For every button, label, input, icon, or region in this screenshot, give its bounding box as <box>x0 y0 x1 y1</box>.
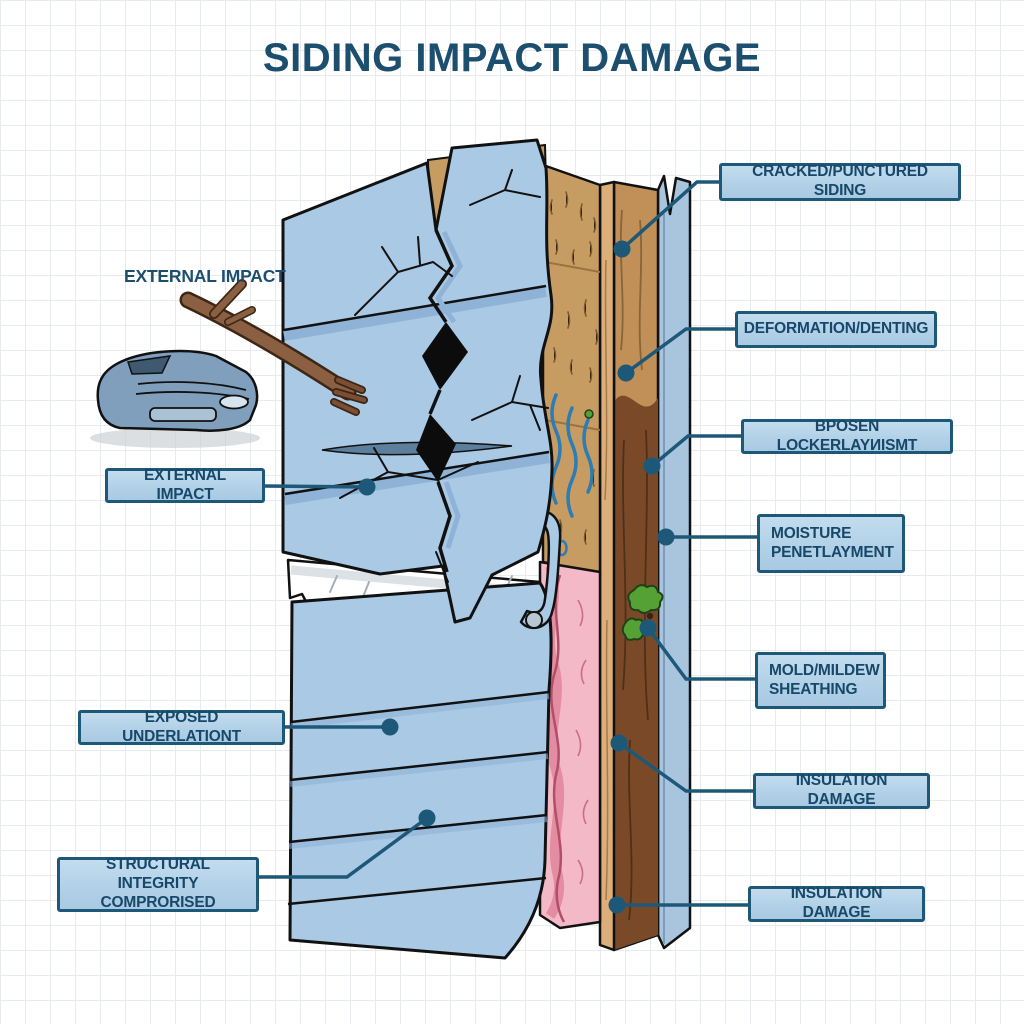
label-deformation-denting: DEFORMATION/DENTING <box>735 311 937 348</box>
siding-upper-cracked-section <box>281 138 554 624</box>
label-insulation-damage-2: INSULATION DAMAGE <box>748 885 925 922</box>
label-moisture-penetration: MOISTURE PENETLAYMENT <box>757 514 905 573</box>
siding-lower-section <box>287 581 553 960</box>
peeled-siding-flap <box>518 509 562 630</box>
external-impact-caption: EXTERNAL IMPACT <box>124 266 286 286</box>
leader-dot <box>610 734 628 752</box>
spider-cracks <box>339 169 549 583</box>
interior-back-panel <box>656 174 692 950</box>
wall-stud <box>598 180 616 952</box>
windshield <box>127 355 172 375</box>
leader-dots <box>358 240 675 914</box>
car-front-end <box>90 349 260 448</box>
leader-dot <box>613 240 631 258</box>
mold-fleck <box>584 409 594 419</box>
mold-spots <box>621 584 664 641</box>
leader-dot <box>358 478 376 496</box>
lap-seams <box>287 690 550 906</box>
leader-dot <box>381 718 399 736</box>
leader-dot <box>418 809 436 827</box>
leader-dot <box>608 896 626 914</box>
label-cracked-punctured-siding: CRACKED/PUNCTURED SIDING <box>719 163 961 201</box>
leader-lines <box>259 180 757 907</box>
label-mold-mildew-sheathing: MOLD/MILDEW SHEATHING <box>755 652 886 709</box>
crack-hole <box>416 414 456 482</box>
label-broken-locking-mechanism: BPOSEN LOCKERLAYИISMT <box>741 418 953 454</box>
crack-hole <box>422 322 468 390</box>
tree-branch <box>179 279 368 416</box>
leader-dot <box>657 528 675 546</box>
grille <box>149 407 217 422</box>
label-insulation-damage-1: INSULATION DAMAGE <box>753 772 930 809</box>
branch-tip-splinters <box>330 376 368 416</box>
crack-zigzag <box>416 229 468 573</box>
leader-dot <box>617 364 635 382</box>
label-external-impact: EXTERNAL IMPACT <box>105 467 265 503</box>
page-title: SIDING IMPACT DAMAGE <box>262 36 762 80</box>
label-exposed-underlayment: EXPOSED UNDERLATIONT <box>78 709 285 745</box>
leader-dot <box>643 457 661 475</box>
label-structural-integrity: STRUCTURAL INTEGRITY COMPRORISED <box>57 856 259 912</box>
headlight <box>219 394 249 410</box>
damaged-sheathing-board <box>612 180 664 952</box>
leader-dot <box>639 619 657 637</box>
